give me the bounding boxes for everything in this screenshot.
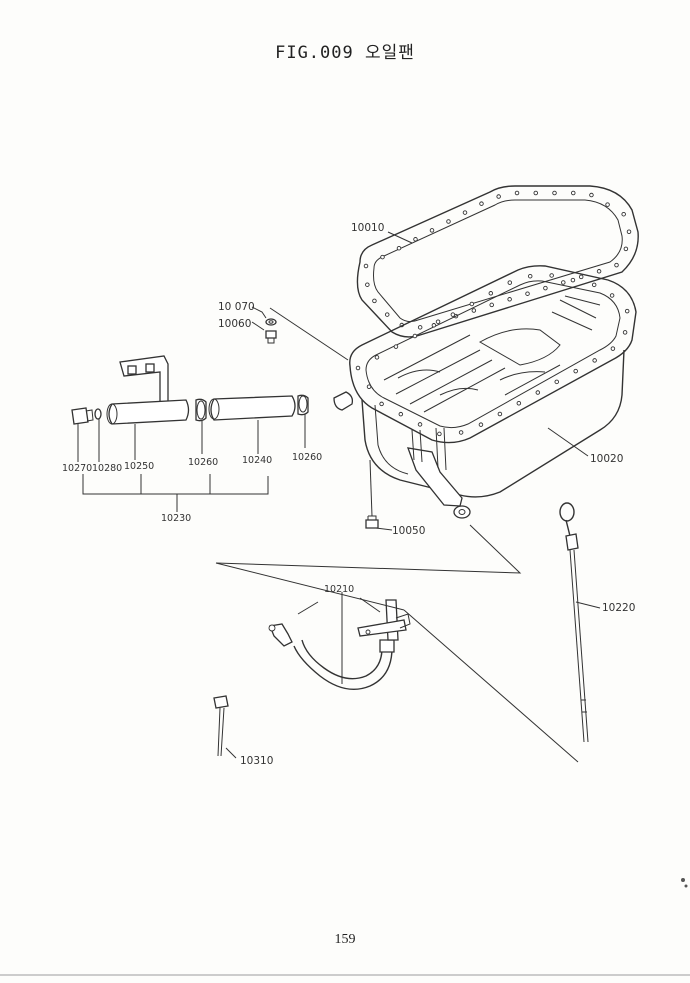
gasket-bolt-hole (589, 192, 594, 198)
pan-bolt-hole (478, 422, 484, 427)
label-10260-right: 10260 (292, 452, 322, 463)
pan-bolt-hole (398, 411, 404, 417)
dipstick (559, 502, 589, 743)
part-labels: 10010 10 070 10060 10020 10050 10270 102… (62, 222, 635, 767)
label-10010: 10010 (351, 222, 384, 234)
pan-bolt-hole (549, 273, 554, 278)
pan-bolt-hole (431, 323, 437, 328)
gasket-bolt-hole (621, 211, 626, 217)
gasket-bolt-hole (429, 228, 435, 233)
gasket-bolt-hole (626, 229, 632, 234)
gasket-bolt-hole (417, 325, 423, 330)
gasket-bolt-hole (533, 190, 539, 196)
gasket-bolt-hole (372, 298, 377, 304)
gasket-bolt-hole (525, 291, 530, 296)
pan-bolt-hole (624, 308, 630, 314)
label-10260-left: 10260 (188, 457, 218, 468)
pan-bolt-hole (417, 422, 423, 427)
gasket-bolt-hole (435, 319, 441, 324)
label-10240: 10240 (242, 455, 272, 466)
pan-bolt-hole (609, 293, 615, 298)
label-10220: 10220 (602, 602, 635, 614)
gasket-bolt-hole (578, 274, 584, 280)
pan-bolt-hole (437, 431, 442, 437)
label-10070: 10 070 (218, 301, 255, 313)
label-10060: 10060 (218, 318, 251, 330)
pan-bolt-hole (554, 379, 559, 385)
scan-marks (0, 878, 690, 976)
gasket-bolt-hole (489, 302, 494, 308)
oil-pan-gasket (356, 185, 639, 338)
label-10310: 10310 (240, 755, 273, 767)
gasket-bolt-hole (571, 190, 576, 196)
gasket-bolt-hole (596, 269, 602, 274)
pan-bolt-hole (458, 430, 464, 435)
pan-bolt-hole (610, 346, 616, 351)
label-10230: 10230 (161, 513, 191, 524)
gasket-bolt-hole (605, 202, 610, 207)
gasket-bolt-hole (543, 285, 548, 291)
gasket-bolt-hole (496, 194, 501, 199)
gasket-bolt-hole (614, 262, 619, 268)
label-10210: 10210 (324, 584, 354, 595)
pan-bolt-hole (570, 277, 576, 283)
pan-bolt-hole (622, 330, 628, 335)
pan-bolt-hole (450, 312, 456, 317)
drain-plug (365, 515, 379, 529)
pan-bolt-hole (591, 282, 597, 288)
pan-bolt-hole (497, 411, 503, 417)
pan-bolt-hole (355, 365, 361, 371)
label-10270: 10270 (62, 463, 92, 474)
pan-bolt-hole (516, 401, 522, 406)
gasket-bolt-hole (471, 308, 477, 313)
label-10020: 10020 (590, 453, 623, 465)
label-10280: 10280 (92, 463, 122, 474)
gasket-bolt-hole (462, 210, 468, 215)
gasket-bolt-hole (479, 201, 484, 206)
label-10050: 10050 (392, 525, 425, 537)
gasket-bolt-hole (507, 297, 512, 302)
gasket-bolt-hole (380, 254, 385, 260)
gasket-bolt-hole (363, 263, 369, 269)
pan-bolt-hole (527, 273, 533, 279)
pan-bolt-hole (535, 390, 541, 395)
gasket-bolt-hole (365, 282, 370, 287)
gasket-bolt-hole (446, 219, 451, 224)
pan-bolt-hole (393, 344, 399, 349)
cable-tie (213, 695, 229, 757)
gasket-bolt-hole (514, 190, 520, 196)
oil-hose-assembly (268, 599, 411, 690)
pan-bolt-hole (573, 368, 578, 374)
pan-bolt-hole (412, 333, 418, 339)
figure-title: FIG.009 오일팬 (275, 43, 415, 63)
pan-bolt-hole (374, 355, 380, 360)
pan-bolt-hole (366, 384, 372, 390)
pipe-assembly (71, 355, 309, 425)
gasket-bolt-hole (561, 280, 566, 285)
pan-bolt-hole (507, 280, 513, 285)
leader-lines (77, 231, 601, 763)
gasket-bolt-hole (623, 246, 629, 252)
gasket-bolt-hole (396, 245, 402, 251)
gasket-bolt-hole (413, 237, 418, 242)
label-10250: 10250 (124, 461, 154, 472)
page-number: 159 (334, 932, 356, 947)
bolt-and-washer (265, 318, 277, 344)
pan-bolt-hole (379, 401, 384, 407)
pan-bolt-hole (592, 358, 597, 363)
pan-bolt-hole (488, 291, 494, 296)
oil-pan (333, 265, 637, 519)
pan-bolt-hole (469, 301, 475, 307)
gasket-bolt-hole (384, 312, 390, 317)
gasket-bolt-hole (552, 190, 557, 196)
